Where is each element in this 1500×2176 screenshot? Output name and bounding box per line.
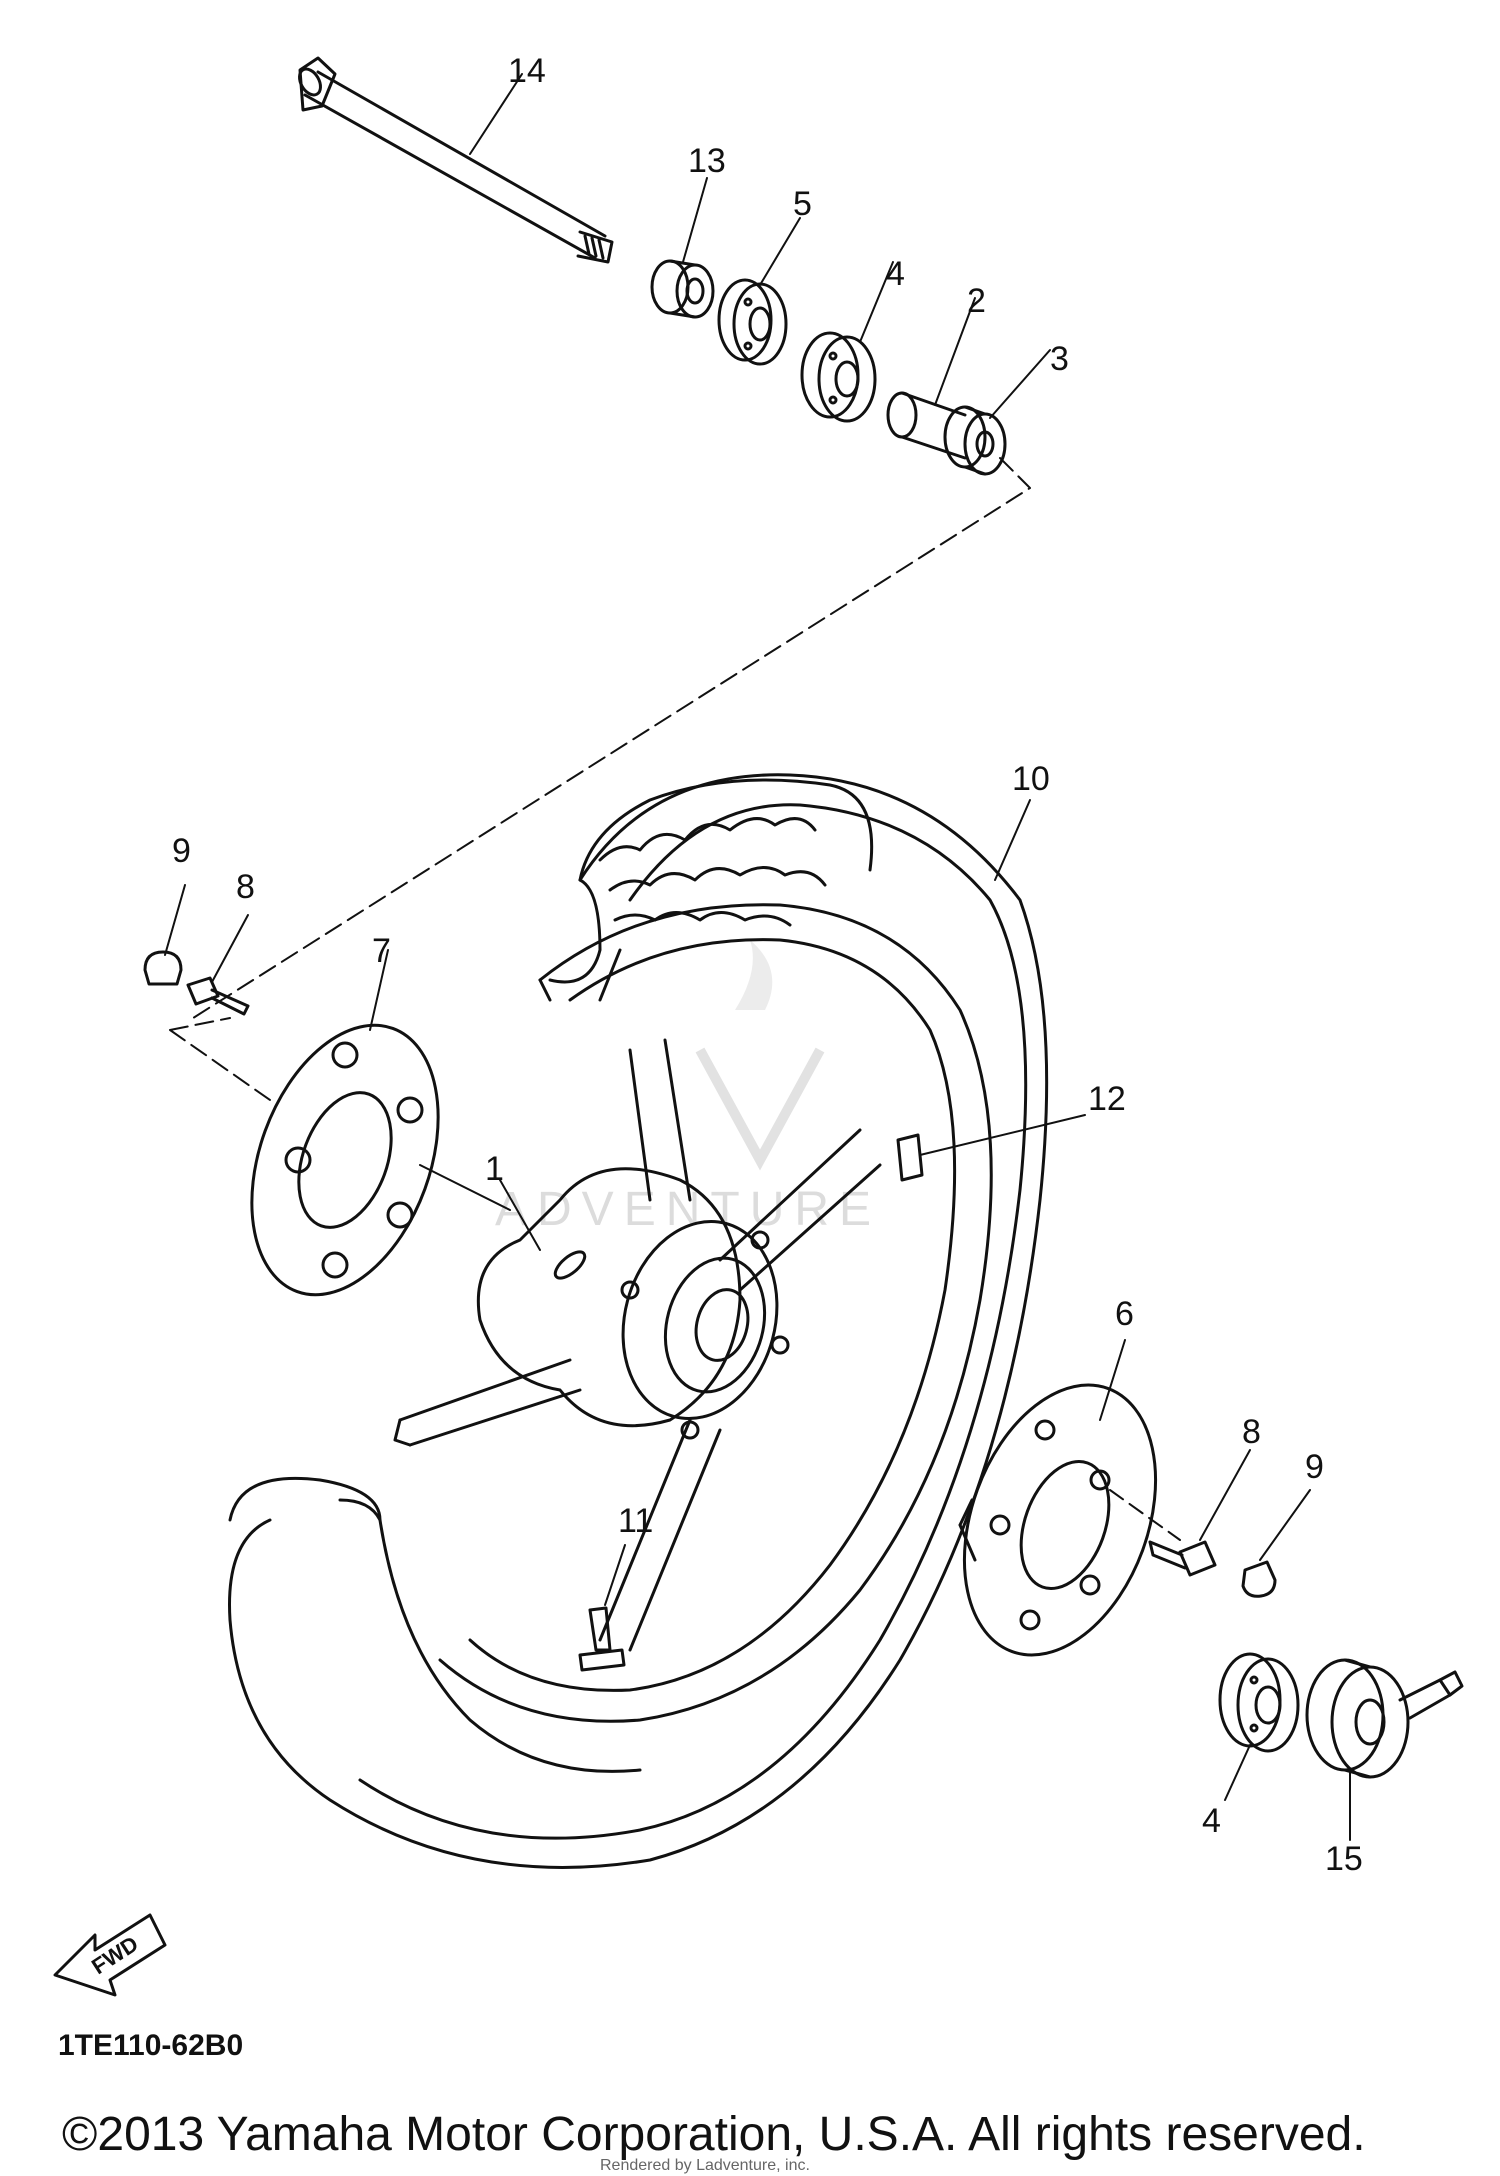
callout-3: 3 bbox=[1050, 340, 1069, 378]
part-4-bearing-upper[interactable] bbox=[800, 331, 877, 423]
leader-8-right bbox=[1199, 1449, 1251, 1541]
callout-2: 2 bbox=[967, 282, 986, 320]
callout-15: 15 bbox=[1325, 1840, 1363, 1878]
leader-14 bbox=[469, 73, 523, 155]
part-14-axle[interactable] bbox=[295, 56, 614, 264]
leader-9-right bbox=[1259, 1489, 1311, 1561]
part-11-valve[interactable] bbox=[578, 1606, 626, 1672]
leader-10 bbox=[994, 799, 1031, 881]
callout-8-left: 8 bbox=[236, 868, 255, 906]
callout-12: 12 bbox=[1088, 1080, 1126, 1118]
part-4-bearing-lower[interactable] bbox=[1218, 1652, 1300, 1753]
axis-dashed-right bbox=[1109, 1489, 1181, 1541]
render-fineprint: Rendered by Ladventure, inc. bbox=[600, 2157, 810, 2174]
callout-labels: 14 13 5 4 2 3 10 9 8 7 1 12 6 8 9 11 4 1… bbox=[172, 52, 1363, 1878]
leader-13 bbox=[682, 177, 708, 263]
leader-1 bbox=[499, 1179, 541, 1251]
leader-7-plate bbox=[419, 1164, 511, 1211]
callout-13: 13 bbox=[688, 142, 726, 180]
watermark-logo bbox=[695, 940, 825, 1171]
part-9-cap-nut-left[interactable] bbox=[143, 950, 183, 986]
callout-5: 5 bbox=[793, 185, 812, 223]
callout-7: 7 bbox=[372, 932, 391, 970]
leader-9-left bbox=[164, 884, 186, 956]
part-1-wheel-rim[interactable] bbox=[393, 903, 993, 1723]
part-12-balance-weight[interactable] bbox=[896, 1133, 924, 1182]
axis-dashed-line bbox=[189, 457, 1031, 1021]
part-5-bearing[interactable] bbox=[717, 278, 788, 366]
copyright-notice: ©2013 Yamaha Motor Corporation, U.S.A. A… bbox=[62, 2108, 1366, 2161]
callout-8-right: 8 bbox=[1242, 1413, 1261, 1451]
part-9-cap-nut-right[interactable] bbox=[1241, 1560, 1277, 1598]
leader-2 bbox=[934, 297, 976, 406]
part-2-spacer[interactable] bbox=[886, 391, 967, 460]
leader-12 bbox=[919, 1114, 1086, 1156]
part-15-gear-unit[interactable] bbox=[1305, 1658, 1464, 1779]
leader-11 bbox=[604, 1544, 626, 1606]
leader-8-left bbox=[211, 914, 249, 983]
callout-10: 10 bbox=[1012, 760, 1050, 798]
leader-4-lower bbox=[1224, 1744, 1251, 1801]
part-8-bolt-left[interactable] bbox=[186, 976, 250, 1016]
callout-11: 11 bbox=[618, 1502, 653, 1540]
callout-6: 6 bbox=[1115, 1295, 1134, 1333]
part-6-plate-right[interactable] bbox=[929, 1358, 1190, 1681]
leader-5 bbox=[759, 217, 801, 286]
leader-6 bbox=[1099, 1339, 1126, 1421]
fwd-arrow-icon bbox=[53, 1913, 167, 1997]
callout-4-upper: 4 bbox=[886, 255, 905, 293]
callout-9-left: 9 bbox=[172, 832, 191, 870]
callout-1: 1 bbox=[485, 1150, 504, 1188]
part-7-plate-left[interactable] bbox=[217, 999, 473, 1320]
callout-9-right: 9 bbox=[1305, 1448, 1324, 1486]
part-13-collar[interactable] bbox=[650, 259, 715, 319]
part-10-tire[interactable] bbox=[228, 773, 1049, 1869]
part-diagram-code: 1TE110-62B0 bbox=[58, 2029, 243, 2062]
axis-dashed-line-lower bbox=[169, 1017, 271, 1101]
leader-4-upper bbox=[859, 261, 894, 343]
part-3-spacer-flange[interactable] bbox=[943, 405, 1007, 476]
callout-4-lower: 4 bbox=[1202, 1802, 1221, 1840]
leader-7 bbox=[369, 949, 389, 1031]
callout-14: 14 bbox=[508, 52, 546, 90]
part-8-bolt-right[interactable] bbox=[1148, 1540, 1217, 1577]
leader-3 bbox=[989, 349, 1051, 419]
